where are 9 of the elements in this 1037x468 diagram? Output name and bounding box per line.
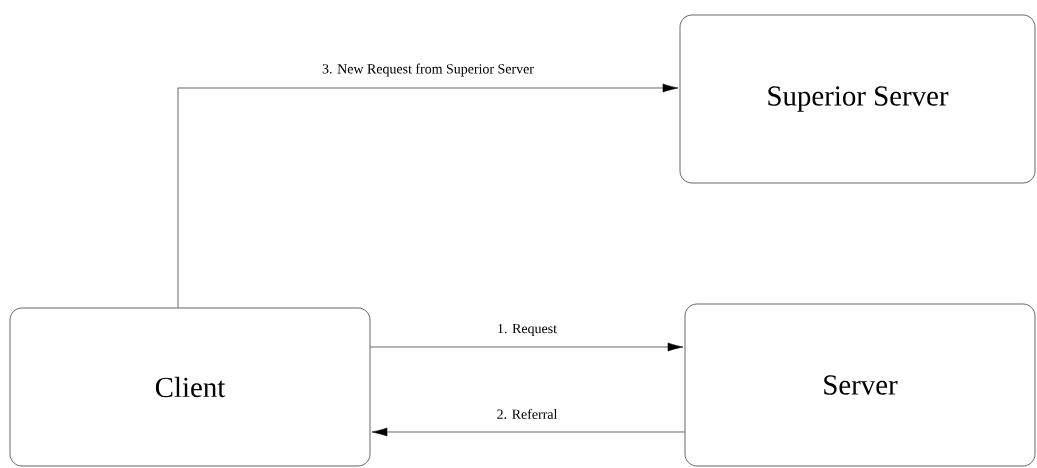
arrow (177, 83, 679, 308)
server-box: Superior Server (679, 14, 1036, 184)
edge-label: 1. Request (498, 323, 557, 337)
server-box: Server (684, 303, 1036, 467)
server-box: Client (9, 307, 371, 467)
arrow (370, 342, 684, 352)
arrow (371, 427, 685, 437)
edge-label: 2. Referral (497, 408, 558, 419)
edge-label: 3. New Request from Superior Server (322, 63, 534, 77)
